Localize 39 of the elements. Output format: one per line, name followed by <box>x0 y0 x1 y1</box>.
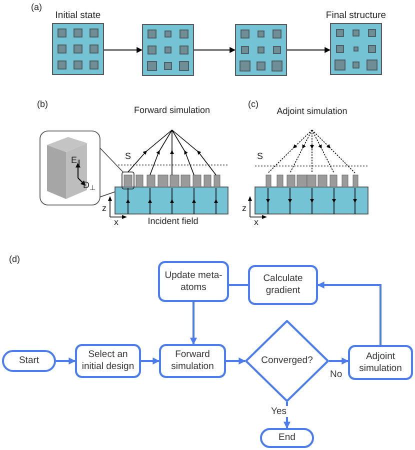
text-label: x <box>114 217 118 228</box>
text-label: Adjoint simulation <box>276 106 348 117</box>
text-label: (b) <box>37 99 48 110</box>
text-label: Forward simulation <box>134 105 210 116</box>
text-label: S <box>125 151 132 162</box>
arrow <box>284 402 290 429</box>
text-label: E$_{∥}$ <box>71 155 82 166</box>
panel-heading: Final structure <box>326 9 386 23</box>
edge-label: Yes <box>270 406 288 417</box>
process-box: Update meta-atoms <box>158 261 229 302</box>
arrow <box>226 358 246 364</box>
arrow <box>329 358 349 364</box>
process-box: Select an initial design <box>75 344 141 378</box>
metasurface-tile <box>235 24 287 76</box>
text-label: z <box>242 203 246 214</box>
text-label: (c) <box>248 99 258 110</box>
process-box: Calculate gradient <box>248 265 318 305</box>
metasurface-tile <box>142 24 194 76</box>
edge-label: No <box>329 369 344 380</box>
text-label: Incident field <box>148 216 198 227</box>
text-label: S <box>257 151 264 162</box>
text-label: x <box>254 217 258 228</box>
text-label: z <box>102 203 106 214</box>
text-label: (d) <box>9 254 20 265</box>
decision-diamond: Converged? <box>245 320 329 402</box>
arrow <box>141 358 160 364</box>
panel-heading: Initial state <box>55 9 101 23</box>
process-box: Adjoint simulation <box>348 345 413 380</box>
text-label: (a) <box>31 2 42 13</box>
arrow <box>194 47 236 53</box>
arrow <box>104 47 143 53</box>
arrow <box>286 47 331 53</box>
process-box: Forward simulation <box>159 344 226 378</box>
terminal-box: Start <box>2 350 56 372</box>
arrow <box>56 358 76 364</box>
text-label: D$_{⊥}$ <box>83 180 96 191</box>
arrow <box>317 282 382 345</box>
arrow <box>190 302 197 345</box>
terminal-box: End <box>260 428 314 448</box>
